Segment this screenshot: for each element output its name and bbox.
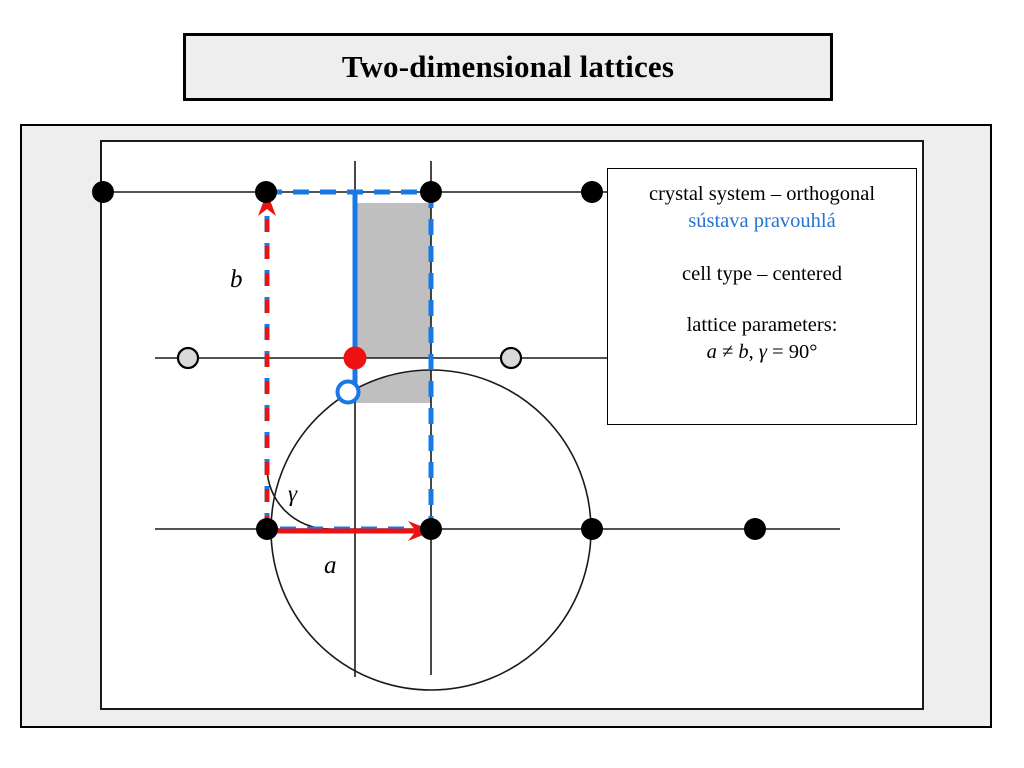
info-crystal-system-slovak: sústava pravouhlá — [688, 210, 836, 233]
param-comma: , — [748, 341, 759, 364]
title-banner: Two-dimensional lattices — [183, 33, 833, 101]
info-lattice-parameters-heading: lattice parameters: — [686, 314, 838, 337]
info-spacer-1 — [608, 235, 916, 261]
page-title: Two-dimensional lattices — [341, 49, 675, 84]
info-box: crystal system – orthogonal sústava prav… — [607, 168, 917, 425]
param-b: b — [738, 341, 749, 364]
info-spacer-2 — [608, 288, 916, 312]
label-vector-a: a — [324, 552, 337, 579]
param-gamma: γ — [758, 341, 767, 364]
param-gamma-value: = 90° — [766, 341, 818, 364]
info-lattice-parameters-values: a ≠ b, γ = 90° — [608, 339, 916, 366]
info-cell-type: cell type – centered — [682, 263, 842, 286]
param-neq: ≠ — [716, 341, 739, 364]
label-vector-b: b — [230, 266, 243, 293]
param-a: a — [706, 341, 717, 364]
label-angle-gamma: γ — [288, 481, 298, 506]
info-crystal-system: crystal system – orthogonal — [648, 183, 876, 205]
